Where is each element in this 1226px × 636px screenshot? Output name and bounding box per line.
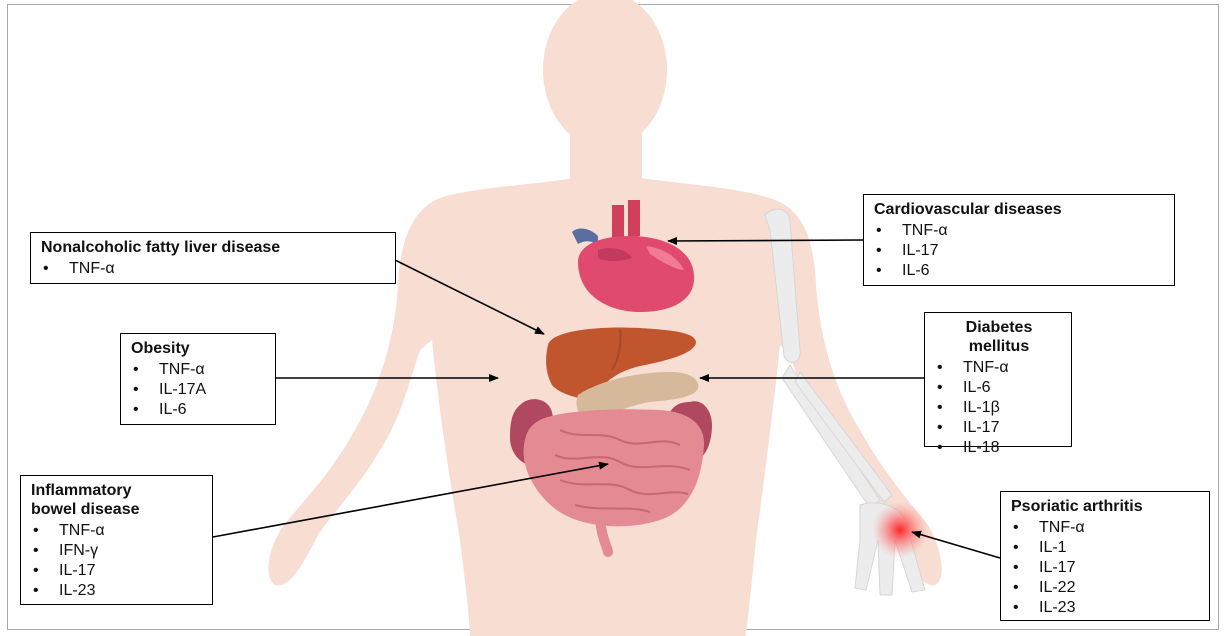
diabetes-item: TNF-α <box>935 358 1063 378</box>
diabetes-box: Diabetes mellitus TNF-α IL-6 IL-1β IL-17… <box>924 312 1072 447</box>
ibd-item: IL-17 <box>31 561 204 581</box>
cardio-item: TNF-α <box>874 221 1166 241</box>
psoriatic-item: IL-23 <box>1011 598 1201 618</box>
ibd-item: IFN-γ <box>31 541 204 561</box>
cardio-item: IL-6 <box>874 261 1166 281</box>
diabetes-item: IL-1β <box>935 398 1063 418</box>
nafld-list: TNF-α <box>41 259 387 279</box>
psoriatic-box: Psoriatic arthritis TNF-α IL-1 IL-17 IL-… <box>1000 491 1210 621</box>
psoriatic-title: Psoriatic arthritis <box>1011 497 1201 516</box>
cardio-title: Cardiovascular diseases <box>874 200 1166 219</box>
ibd-box: Inflammatory bowel disease TNF-α IFN-γ I… <box>20 475 213 605</box>
psoriatic-item: IL-22 <box>1011 578 1201 598</box>
obesity-item: IL-17A <box>131 380 267 400</box>
ibd-item: IL-23 <box>31 581 204 601</box>
psoriatic-list: TNF-α IL-1 IL-17 IL-22 IL-23 <box>1011 518 1201 618</box>
diabetes-title: Diabetes mellitus <box>935 318 1063 356</box>
psoriatic-item: IL-17 <box>1011 558 1201 578</box>
cardio-box: Cardiovascular diseases TNF-α IL-17 IL-6 <box>863 194 1175 286</box>
nafld-title: Nonalcoholic fatty liver disease <box>41 238 387 257</box>
obesity-box: Obesity TNF-α IL-17A IL-6 <box>120 333 276 425</box>
obesity-item: TNF-α <box>131 360 267 380</box>
nafld-box: Nonalcoholic fatty liver disease TNF-α <box>30 232 396 284</box>
ibd-title: Inflammatory bowel disease <box>31 481 204 519</box>
ibd-list: TNF-α IFN-γ IL-17 IL-23 <box>31 521 204 601</box>
obesity-title: Obesity <box>131 339 267 358</box>
obesity-list: TNF-α IL-17A IL-6 <box>131 360 267 420</box>
diabetes-item: IL-18 <box>935 438 1063 458</box>
diabetes-list: TNF-α IL-6 IL-1β IL-17 IL-18 <box>935 358 1063 458</box>
ibd-item: TNF-α <box>31 521 204 541</box>
diabetes-item: IL-6 <box>935 378 1063 398</box>
obesity-item: IL-6 <box>131 400 267 420</box>
nafld-item: TNF-α <box>41 259 387 279</box>
arrow-cardio <box>668 240 863 241</box>
psoriatic-item: IL-1 <box>1011 538 1201 558</box>
cardio-list: TNF-α IL-17 IL-6 <box>874 221 1166 281</box>
cardio-item: IL-17 <box>874 241 1166 261</box>
psoriatic-item: TNF-α <box>1011 518 1201 538</box>
diabetes-item: IL-17 <box>935 418 1063 438</box>
inflammation-glow <box>872 502 928 558</box>
